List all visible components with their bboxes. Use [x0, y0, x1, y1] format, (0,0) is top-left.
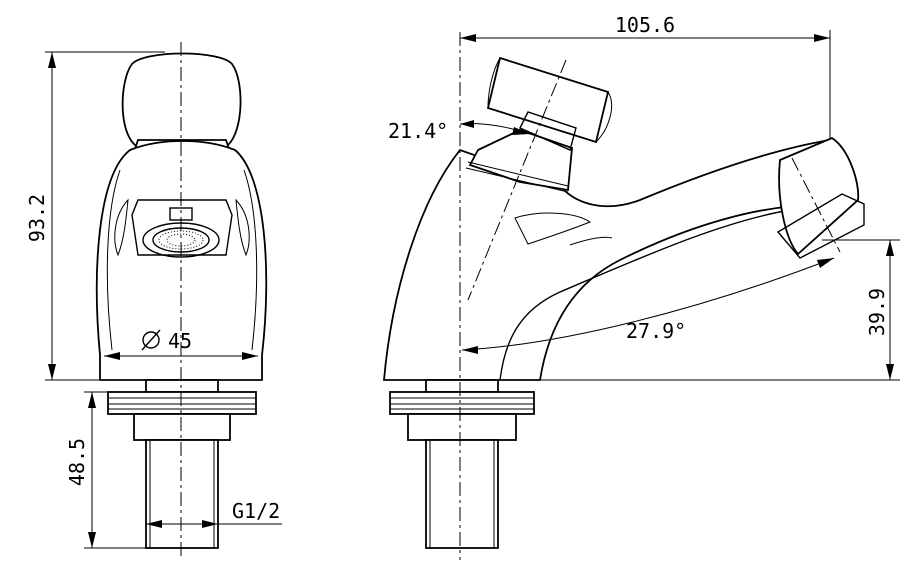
front-diameter-label: 45 [168, 329, 192, 353]
side-spout-height-label: 39.9 [865, 288, 889, 336]
front-view: 93.2 45 48.5 G1/2 [25, 42, 282, 560]
front-body [95, 140, 268, 381]
side-view: 105.6 21.4° 27.9° 39.9 [383, 13, 900, 560]
side-handle-angle-label: 21.4° [388, 119, 448, 143]
spout-tip [778, 136, 860, 256]
front-thread-label: G1/2 [232, 499, 280, 523]
front-handle-knob [121, 52, 242, 146]
front-shank-label: 48.5 [65, 438, 89, 486]
side-length-label: 105.6 [615, 13, 675, 37]
front-height-label: 93.2 [25, 194, 49, 242]
side-spout-angle-label: 27.9° [626, 319, 686, 343]
side-body [383, 138, 832, 381]
side-handle [486, 56, 610, 144]
diameter-symbol-icon [141, 329, 161, 351]
